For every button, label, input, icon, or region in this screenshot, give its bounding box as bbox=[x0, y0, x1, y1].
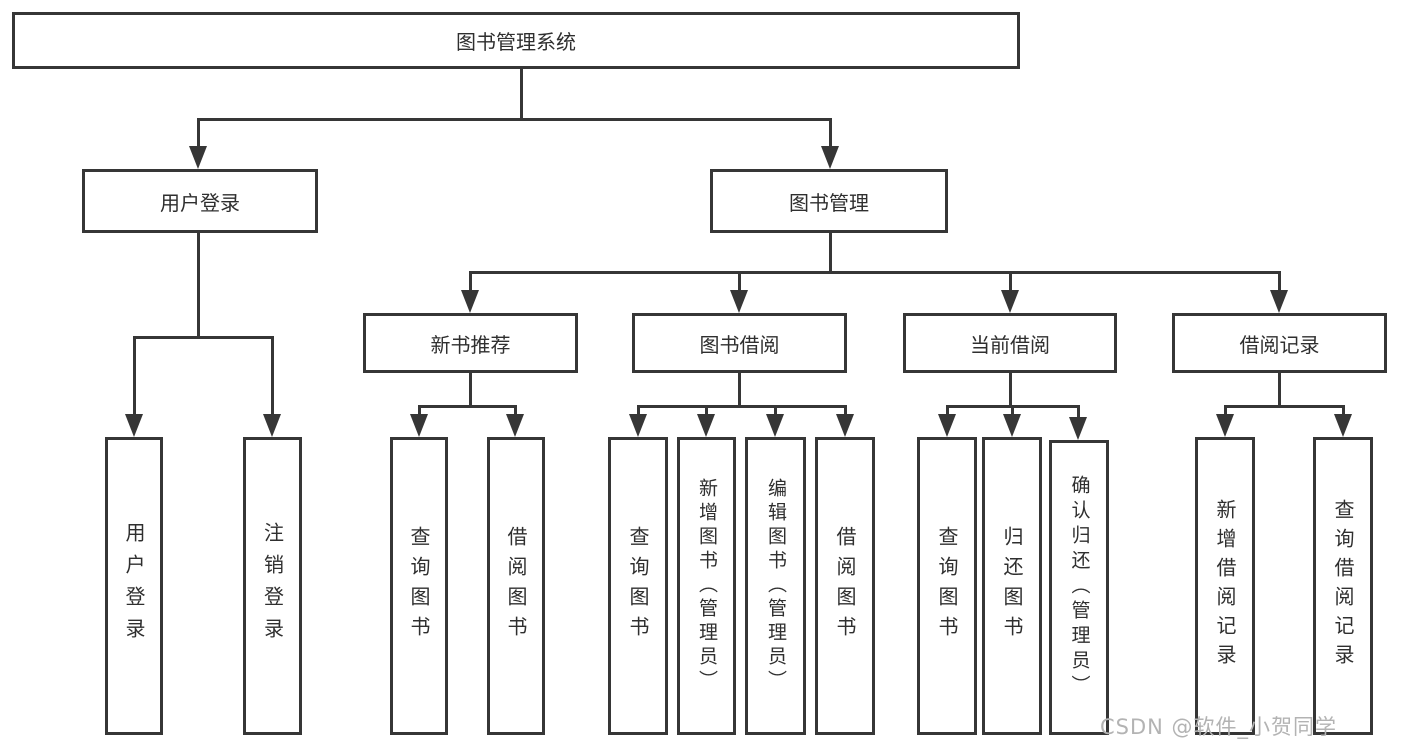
node-label: 当前借阅 bbox=[970, 332, 1050, 357]
connector-line bbox=[271, 336, 274, 416]
connector-line bbox=[197, 233, 200, 336]
leaf-query-books: 查询图书 bbox=[917, 437, 977, 735]
node-label: 借阅记录 bbox=[1239, 332, 1320, 357]
connector-line bbox=[1009, 271, 1012, 293]
connector-line bbox=[844, 405, 847, 417]
arrowhead-icon bbox=[1270, 290, 1288, 313]
leaf-query-books: 查询图书 bbox=[390, 437, 448, 735]
arrowhead-icon bbox=[189, 146, 207, 169]
arrowhead-icon bbox=[461, 290, 479, 313]
arrowhead-icon bbox=[1003, 414, 1021, 437]
node-label: 新增图书（管理员） bbox=[696, 478, 718, 694]
connector-line bbox=[738, 373, 741, 405]
leaf-query-books: 查询图书 bbox=[608, 437, 668, 735]
leaf-logout: 注销登录 bbox=[243, 437, 302, 735]
connector-line bbox=[469, 271, 472, 293]
node-label: 借阅图书 bbox=[504, 526, 528, 646]
arrowhead-icon bbox=[506, 414, 524, 437]
arrowhead-icon bbox=[1069, 417, 1087, 440]
node-label: 查询图书 bbox=[626, 526, 650, 646]
connector-line bbox=[1224, 405, 1343, 408]
node-label: 归还图书 bbox=[1000, 526, 1024, 646]
node-label: 图书借阅 bbox=[699, 332, 780, 357]
connector-line bbox=[705, 405, 708, 417]
node-library-management-system: 图书管理系统 bbox=[12, 12, 1020, 69]
node-label: 新书推荐 bbox=[430, 332, 511, 357]
node-label: 查询图书 bbox=[935, 526, 959, 646]
connector-line bbox=[469, 271, 1281, 274]
node-label: 图书管理 bbox=[789, 190, 869, 215]
arrowhead-icon bbox=[1334, 414, 1352, 437]
leaf-borrow-books: 借阅图书 bbox=[815, 437, 875, 735]
leaf-add-borrow-record: 新增借阅记录 bbox=[1195, 437, 1255, 735]
connector-line bbox=[1278, 373, 1281, 405]
arrowhead-icon bbox=[629, 414, 647, 437]
node-label: 图书管理系统 bbox=[456, 30, 576, 54]
connector-line bbox=[197, 118, 831, 121]
arrowhead-icon bbox=[410, 414, 428, 437]
connector-line bbox=[637, 405, 845, 408]
leaf-confirm-return-admin: 确认归还（管理员） bbox=[1049, 440, 1109, 735]
arrowhead-icon bbox=[821, 146, 839, 169]
node-label: 确认归还（管理员） bbox=[1068, 475, 1091, 700]
node-new-book-recommend: 新书推荐 bbox=[363, 313, 578, 373]
arrowhead-icon bbox=[1216, 414, 1234, 437]
connector-line bbox=[946, 405, 949, 417]
arrowhead-icon bbox=[697, 414, 715, 437]
node-borrowing-records: 借阅记录 bbox=[1172, 313, 1387, 373]
connector-line bbox=[829, 118, 832, 149]
node-label: 借阅图书 bbox=[833, 526, 857, 646]
leaf-query-borrow-record: 查询借阅记录 bbox=[1313, 437, 1373, 735]
arrowhead-icon bbox=[938, 414, 956, 437]
leaf-edit-books-admin: 编辑图书（管理员） bbox=[745, 437, 806, 735]
connector-line bbox=[1278, 271, 1281, 293]
arrowhead-icon bbox=[1001, 290, 1019, 313]
connector-line bbox=[774, 405, 777, 417]
node-current-borrowing: 当前借阅 bbox=[903, 313, 1117, 373]
arrowhead-icon bbox=[836, 414, 854, 437]
leaf-user-login: 用户登录 bbox=[105, 437, 163, 735]
connector-line bbox=[418, 405, 421, 417]
connector-line bbox=[738, 271, 741, 293]
connector-line bbox=[637, 405, 640, 417]
arrowhead-icon bbox=[125, 414, 143, 437]
connector-line bbox=[829, 233, 832, 271]
connector-line bbox=[469, 373, 472, 405]
node-label: 查询借阅记录 bbox=[1331, 499, 1355, 673]
connector-line bbox=[133, 336, 136, 416]
node-label: 用户登录 bbox=[160, 190, 240, 215]
node-user-login: 用户登录 bbox=[82, 169, 318, 233]
connector-line bbox=[514, 405, 517, 417]
connector-line bbox=[520, 68, 523, 119]
connector-line bbox=[1077, 405, 1080, 417]
arrowhead-icon bbox=[730, 290, 748, 313]
connector-line bbox=[1009, 373, 1012, 405]
node-label: 用户登录 bbox=[122, 522, 146, 650]
node-label: 编辑图书（管理员） bbox=[765, 478, 787, 694]
node-book-management: 图书管理 bbox=[710, 169, 948, 233]
connector-line bbox=[1011, 405, 1014, 417]
arrowhead-icon bbox=[766, 414, 784, 437]
node-label: 查询图书 bbox=[407, 526, 431, 646]
csdn-watermark: CSDN @软件_小贺同学 bbox=[1100, 715, 1338, 739]
connector-line bbox=[418, 405, 516, 408]
connector-line bbox=[1342, 405, 1345, 417]
node-book-borrowing: 图书借阅 bbox=[632, 313, 847, 373]
leaf-borrow-books: 借阅图书 bbox=[487, 437, 545, 735]
node-label: 注销登录 bbox=[260, 522, 285, 650]
leaf-return-books: 归还图书 bbox=[982, 437, 1042, 735]
node-label: 新增借阅记录 bbox=[1213, 499, 1237, 673]
connector-line bbox=[197, 118, 200, 149]
leaf-add-books-admin: 新增图书（管理员） bbox=[677, 437, 736, 735]
connector-line bbox=[133, 336, 274, 339]
arrowhead-icon bbox=[263, 414, 281, 437]
connector-line bbox=[1224, 405, 1227, 417]
